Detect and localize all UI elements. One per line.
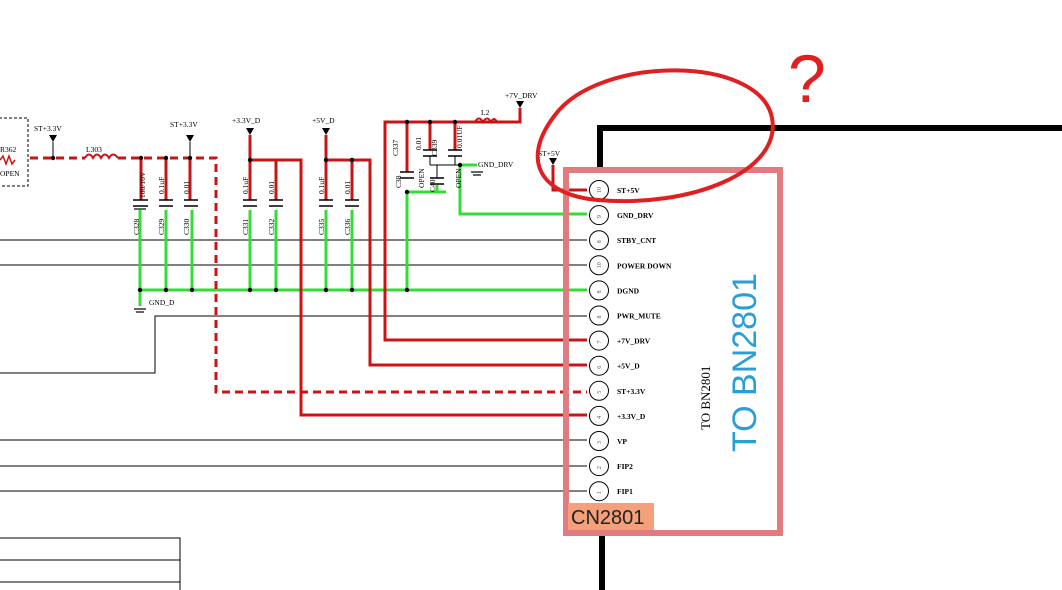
- junction-dots: [50, 119, 463, 293]
- connector-pin-number: 3: [597, 441, 603, 444]
- ground-symbols: [134, 171, 483, 313]
- signal-lines: [0, 239, 587, 590]
- connector-pin: [589, 330, 609, 351]
- rail-label-7vdrv: +7V_DRV: [505, 91, 538, 100]
- cap-val-c337: 0.01: [414, 137, 423, 150]
- cap-ref-c330: C330: [182, 218, 191, 235]
- connector-pin-number: 10: [597, 262, 603, 268]
- connector-pin: [589, 481, 609, 502]
- cap-val-c38: OPEN: [417, 168, 426, 188]
- cap-val-c339: 0.01UF: [455, 125, 464, 148]
- cap-val-c328: 100/10V: [138, 171, 147, 198]
- connector-pin: [589, 456, 609, 477]
- cap-ref-c331: C331: [241, 218, 250, 235]
- rail-stubs: [52, 142, 191, 158]
- connector-pin-label: ST+3.3V: [617, 387, 646, 396]
- connector-pin-number: 4: [597, 416, 603, 419]
- rail-labels: ST+3.3V ST+3.3V +3.3V_D +5V_D +7V_DRV ST…: [0, 91, 561, 307]
- cap-val-c330: 0.01: [182, 181, 191, 194]
- inductor-l303-label: L303: [86, 145, 102, 154]
- cap-ref-c40: C40: [428, 179, 437, 192]
- capacitor-labels: C328 100/10V C329 0.1uF C330 0.01 C331 0…: [132, 125, 464, 235]
- cap-ref-c38: C38: [394, 175, 403, 188]
- connector-pin-number: 6: [597, 366, 603, 369]
- connector-pin-number: 8: [597, 290, 603, 293]
- to-bn2801-blue-annotation: TO BN2801: [726, 273, 764, 452]
- rail-label-st5v: ST+5V: [538, 149, 561, 158]
- connector-pin-label: GND_DRV: [617, 211, 654, 220]
- connector-tag-bg: [568, 503, 654, 530]
- red-power-wires: [139, 108, 587, 417]
- connector-pin-label: DGND: [617, 286, 640, 295]
- connector-pin-label: +7V_DRV: [617, 337, 651, 346]
- connector-pin-label: +5V_D: [617, 362, 640, 371]
- connector-pin-number: 2: [597, 466, 603, 469]
- connector-highlight-box: [563, 167, 783, 536]
- connector-pin: [589, 255, 609, 276]
- inductor-l2-label: L2: [481, 108, 490, 117]
- cap-val-c40: OPEN: [454, 168, 463, 188]
- connector-pin-label: FIP2: [617, 462, 633, 471]
- green-ground-wires: [138, 163, 587, 306]
- connector-pin: [589, 405, 609, 426]
- cap-ref-c337: C337: [391, 139, 400, 156]
- heavy-black-wire: [597, 125, 1062, 590]
- connector-pin-number: 8: [597, 316, 603, 319]
- question-mark-annotation: ?: [788, 41, 826, 117]
- cap-val-c335: 0.1uF: [317, 177, 326, 194]
- connector-pin: [589, 280, 609, 301]
- connector-pin-number: 7: [597, 341, 603, 344]
- cap-val-c331: 0.1uF: [241, 177, 250, 194]
- cap-ref-c335: C335: [317, 218, 326, 235]
- resistor-value: OPEN: [0, 169, 20, 178]
- resistor-r362: [0, 117, 29, 187]
- capacitor-leads: [429, 156, 460, 178]
- connector-pin-number: 5: [597, 391, 603, 394]
- rail-label-st33: ST+3.3V: [170, 120, 198, 129]
- connector-pin-label: FIP1: [617, 487, 633, 496]
- connector-pin-number: 9: [597, 215, 603, 218]
- connector-pin-label: ST+5V: [617, 186, 640, 195]
- cap-val-c332: 0.01: [267, 181, 276, 194]
- cap-ref-c332: C332: [267, 218, 276, 235]
- connector-pin-label: VP: [617, 437, 627, 446]
- cap-ref-c336: C336: [343, 218, 352, 235]
- ground-label-gnd-drv: GND_DRV: [478, 160, 514, 169]
- rail-label-3v3d: +3.3V_D: [232, 116, 261, 125]
- ground-label-gnd-d: GND_D: [149, 298, 175, 307]
- rail-arrows: [49, 101, 557, 165]
- cap-ref-c339: C339: [430, 139, 439, 156]
- connector-pin-number: 10: [597, 187, 603, 193]
- connector-pin-number: 1: [597, 491, 603, 494]
- cap-val-c329: 0.1uF: [157, 177, 166, 194]
- inductor-l2: [474, 117, 498, 125]
- inductor-l303: [84, 153, 119, 161]
- connector-tag: CN2801: [571, 507, 644, 529]
- connector-pin: [589, 431, 609, 451]
- connector-pin: [589, 355, 609, 376]
- connector-pin-number: 8: [597, 240, 603, 243]
- red-dashed-st33-wire: [30, 156, 587, 394]
- red-circle-annotation: [535, 68, 775, 203]
- connector-pin: [589, 230, 609, 251]
- to-bn2801-small-label: TO BN2801: [698, 366, 713, 430]
- connector-pin-label: PWR_MUTE: [617, 312, 661, 321]
- connector-pin-label: POWER DOWN: [617, 261, 672, 270]
- connector-pin: [589, 205, 609, 226]
- connector-pin-label: +3.3V_D: [617, 412, 646, 421]
- connector-pin: [589, 305, 609, 326]
- rail-label-5vd: +5V_D: [312, 116, 335, 125]
- rail-label-st33-left: ST+3.3V: [34, 124, 62, 133]
- cap-val-c336: 0.01: [343, 181, 352, 194]
- capacitor-symbols: [133, 149, 462, 207]
- resistor-ref: R362: [0, 145, 17, 154]
- connector-pin-label: STBY_CNT: [617, 236, 656, 245]
- cap-ref-c329: C329: [157, 218, 166, 235]
- connector-pin: [589, 380, 609, 401]
- cap-ref-c328: C328: [132, 218, 141, 235]
